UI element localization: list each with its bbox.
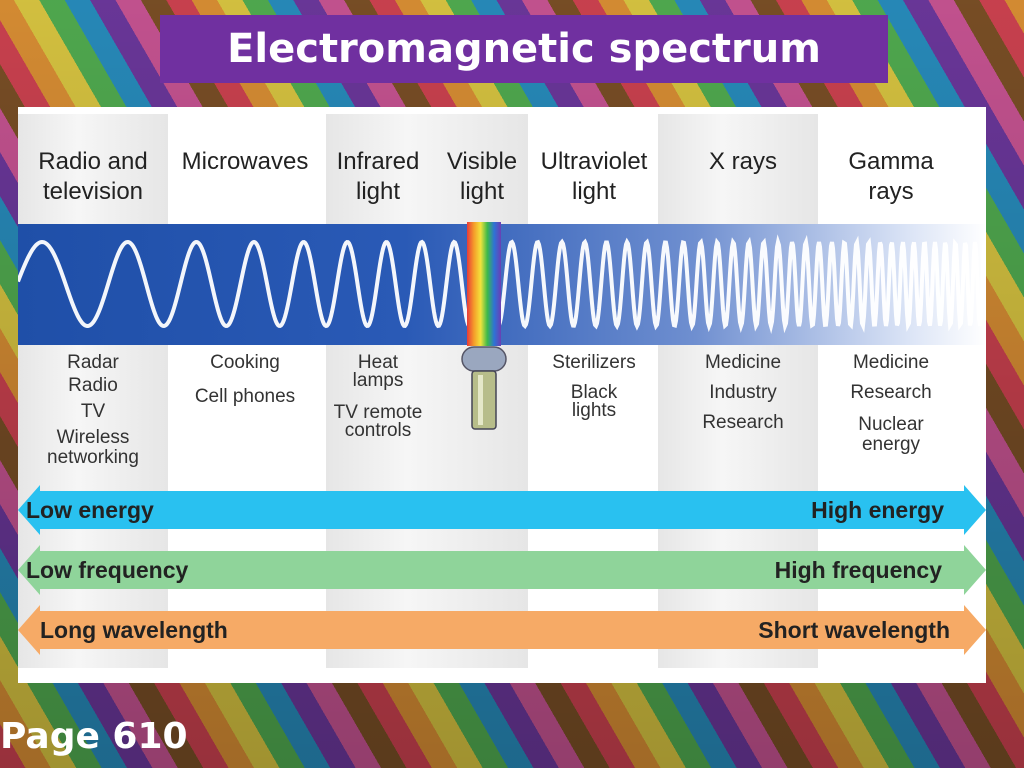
header-ultraviolet: Ultraviolet light bbox=[528, 147, 660, 207]
high-frequency-label: High frequency bbox=[774, 557, 942, 583]
high-energy-label: High energy bbox=[811, 497, 944, 523]
page-number: Page 610 bbox=[0, 716, 188, 757]
visible-light-rainbow bbox=[467, 222, 501, 346]
uses-gamma: Medicine Research Nuclear energy bbox=[818, 353, 964, 455]
use-item: Radar bbox=[67, 352, 119, 373]
frequency-arrow: Low frequency High frequency bbox=[18, 545, 986, 595]
header-infrared-line1: Infrared bbox=[336, 148, 420, 175]
header-xrays-line1: X rays bbox=[708, 148, 777, 175]
use-item: Industry bbox=[709, 382, 777, 403]
wave-icon bbox=[18, 234, 986, 334]
header-gamma-line1: Gamma bbox=[848, 148, 934, 175]
header-ultraviolet-line2: light bbox=[571, 178, 617, 205]
low-energy-label: Low energy bbox=[26, 497, 154, 523]
prism-probe-icon bbox=[461, 346, 507, 430]
use-item: Radio bbox=[68, 375, 118, 396]
uses-radio: Radar Radio TV Wireless networking bbox=[18, 353, 168, 468]
use-item: Nuclear bbox=[858, 414, 924, 435]
header-radio-line1: Radio and bbox=[38, 148, 148, 175]
use-item: controls bbox=[344, 420, 412, 441]
uses-xrays: Medicine Industry Research bbox=[668, 353, 818, 433]
use-item: networking bbox=[47, 447, 139, 468]
use-item: Wireless bbox=[56, 427, 130, 448]
header-microwaves: Microwaves bbox=[170, 147, 320, 177]
header-ultraviolet-line1: Ultraviolet bbox=[540, 148, 648, 175]
slide-title: Electromagnetic spectrum bbox=[160, 15, 888, 83]
header-gamma: Gamma rays bbox=[818, 147, 964, 207]
double-arrow-icon bbox=[18, 605, 986, 655]
long-wavelength-label: Long wavelength bbox=[40, 617, 228, 643]
use-item: Research bbox=[702, 412, 784, 433]
use-item: TV bbox=[80, 401, 106, 422]
double-arrow-icon bbox=[18, 485, 986, 535]
header-infrared: Infrared light bbox=[328, 147, 428, 207]
header-visible-line1: Visible bbox=[446, 148, 518, 175]
energy-arrow: Low energy High energy bbox=[18, 485, 986, 535]
use-item: Medicine bbox=[852, 352, 930, 373]
use-item: Medicine bbox=[704, 352, 782, 373]
header-xrays: X rays bbox=[668, 147, 818, 177]
use-item: Heat bbox=[357, 352, 399, 373]
use-item: Cooking bbox=[210, 352, 280, 373]
uses-infrared: Heat lamps TV remote controls bbox=[328, 353, 428, 441]
use-item: lights bbox=[571, 400, 617, 421]
use-item: Black bbox=[570, 382, 618, 403]
header-radio: Radio and television bbox=[18, 147, 168, 207]
double-arrow-icon bbox=[18, 545, 986, 595]
header-visible-line2: light bbox=[459, 178, 505, 205]
use-item: TV remote bbox=[333, 402, 423, 423]
slide-title-text: Electromagnetic spectrum bbox=[227, 26, 821, 72]
header-radio-line2: television bbox=[42, 178, 144, 205]
use-item: Research bbox=[850, 382, 932, 403]
uses-microwaves: Cooking Cell phones bbox=[170, 353, 320, 407]
header-gamma-line2: rays bbox=[868, 178, 914, 205]
use-item: lamps bbox=[352, 370, 404, 391]
wavelength-arrow: Long wavelength Short wavelength bbox=[18, 605, 986, 655]
use-item: Sterilizers bbox=[552, 352, 636, 373]
uses-ultraviolet: Sterilizers Black lights bbox=[528, 353, 660, 421]
low-frequency-label: Low frequency bbox=[26, 557, 189, 583]
use-item: Cell phones bbox=[194, 386, 296, 407]
spectrum-diagram: Radio and television Microwaves Infrared… bbox=[18, 107, 986, 683]
header-visible: Visible light bbox=[436, 147, 528, 207]
header-infrared-line2: light bbox=[355, 178, 401, 205]
header-microwaves-line1: Microwaves bbox=[181, 148, 309, 175]
short-wavelength-label: Short wavelength bbox=[758, 617, 950, 643]
use-item: energy bbox=[861, 434, 921, 455]
